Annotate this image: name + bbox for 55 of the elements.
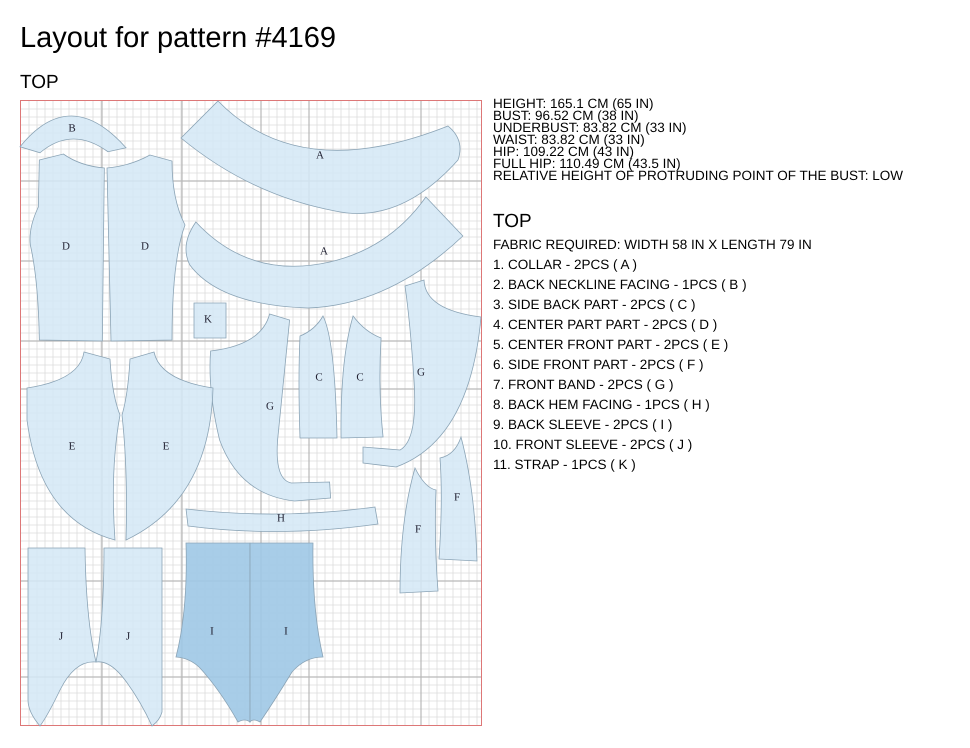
pattern-piece <box>194 303 226 338</box>
piece-letter: H <box>277 514 285 524</box>
cutting-list-item: 3. SIDE BACK PART - 2PCS ( C ) <box>493 297 696 312</box>
piece-letter: I <box>284 626 288 638</box>
pattern-piece <box>96 548 162 726</box>
piece-letter: E <box>162 442 170 452</box>
piece-letter: F <box>414 524 422 536</box>
cutting-list-item: 10. FRONT SLEEVE - 2PCS ( J ) <box>493 437 692 452</box>
cutting-list-item: 2. BACK NECKLINE FACING - 1PCS ( B ) <box>493 277 747 292</box>
piece-letter: F <box>454 492 460 504</box>
cutting-list-item: 1. COLLAR - 2PCS ( A ) <box>493 257 638 272</box>
piece-letter: A <box>316 150 324 162</box>
cutting-list-item: FABRIC REQUIRED: WIDTH 58 IN X LENGTH 79 IN <box>493 237 812 252</box>
pattern-piece <box>122 352 213 540</box>
section-heading: TOP <box>493 211 532 233</box>
pattern-piece <box>20 116 126 153</box>
piece-letter: A <box>320 246 328 258</box>
pattern-piece <box>176 543 250 722</box>
cutting-list-item: 7. FRONT BAND - 2PCS ( G ) <box>493 377 674 392</box>
piece-letter: G <box>266 402 274 412</box>
piece-letter: K <box>204 314 212 326</box>
measurement-text: WAIST: 83.82 CM (33 IN) <box>493 134 645 146</box>
measurement-text: HEIGHT: 165.1 CM (65 IN) <box>493 98 654 110</box>
piece-letter: D <box>141 242 149 252</box>
measurement-text: UNDERBUST: 83.82 CM (33 IN) <box>493 122 687 134</box>
pattern-piece <box>340 316 383 438</box>
section-heading: TOP <box>20 72 59 94</box>
piece-letter: J <box>58 632 64 642</box>
piece-letter: I <box>210 626 214 638</box>
cutting-list-item: 4. CENTER PART PART - 2PCS ( D ) <box>493 317 718 332</box>
pattern-piece <box>28 548 96 726</box>
measurement-text: RELATIVE HEIGHT OF PROTRUDING POINT OF THE BUST: LOW <box>493 170 904 182</box>
piece-letter: C <box>315 372 323 384</box>
piece-letter: B <box>68 123 76 134</box>
pattern-piece <box>107 155 185 341</box>
cutting-list-item: 11. STRAP - 1PCS ( K ) <box>493 457 636 472</box>
piece-letter: J <box>126 632 130 642</box>
pattern-piece <box>299 316 337 438</box>
title: Layout for pattern #4169 <box>20 22 336 55</box>
piece-letter: G <box>417 368 425 378</box>
piece-letter: D <box>62 242 70 252</box>
measurement-text: BUST: 96.52 CM (38 IN) <box>493 110 639 122</box>
measurement-text: FULL HIP: 110.49 CM (43.5 IN) <box>493 158 681 170</box>
cutting-list-item: 9. BACK SLEEVE - 2PCS ( I ) <box>493 417 672 432</box>
piece-letter: C <box>356 372 364 384</box>
cutting-list-item: 8. BACK HEM FACING - 1PCS ( H ) <box>493 397 710 412</box>
cutting-list-item: 6. SIDE FRONT PART - 2PCS ( F ) <box>493 357 704 372</box>
cutting-list-item: 5. CENTER FRONT PART - 2PCS ( E ) <box>493 337 728 352</box>
pattern-piece <box>439 437 477 561</box>
piece-letter: E <box>68 442 76 452</box>
measurement-text: HIP: 109.22 CM (43 IN) <box>493 146 634 158</box>
pattern-piece <box>27 352 120 540</box>
pattern-piece <box>186 507 378 532</box>
pattern-piece <box>400 468 438 593</box>
pattern-piece <box>250 543 323 722</box>
